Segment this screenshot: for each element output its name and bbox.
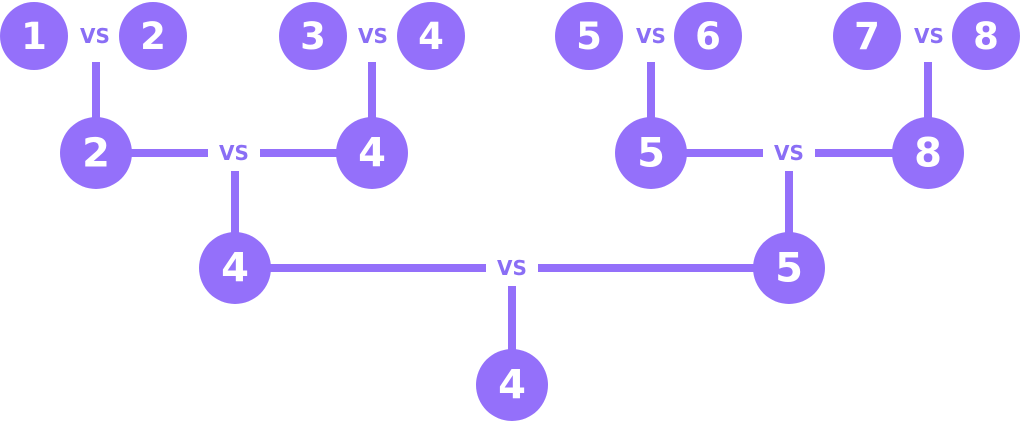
round-1-match-4-player-a-label: 7 (854, 15, 880, 58)
round-1-match-2-player-b: 4 (397, 2, 465, 70)
round-1-match-3-vs-label: VS (636, 24, 666, 48)
round-1-match-1-player-b: 2 (119, 2, 187, 70)
round-1-match-4-player-b: 8 (952, 2, 1020, 70)
round-2-match-1-player-a-label: 2 (82, 131, 110, 177)
champion-label: 4 (498, 363, 526, 409)
round-1-match-3-player-a-label: 5 (576, 15, 602, 58)
round-1-match-3-player-a: 5 (555, 2, 623, 70)
round-2-match-1-player-b-label: 4 (358, 131, 386, 177)
round-2-match-1-player-b: 4 (336, 117, 408, 189)
round-2-match-2-player-a: 5 (615, 117, 687, 189)
round-2-match-1-vs-label: VS (219, 141, 249, 165)
round-2-match-2-vs-label: VS (774, 141, 804, 165)
round-2-match-1-vs-backing (208, 141, 260, 165)
round-1-match-1-vs-label: VS (80, 24, 110, 48)
round-1-match-2-player-b-label: 4 (418, 15, 444, 58)
champion-circle (476, 349, 548, 421)
round-2-match-2-player-a-label: 5 (637, 131, 665, 177)
round-1-match-3-player-a-circle (555, 2, 623, 70)
round-1-match-4-player-b-label: 8 (973, 15, 999, 58)
round-3-match-1-player-b-circle (753, 232, 825, 304)
round-3-match-1-player-b-label: 5 (775, 246, 803, 292)
round-2-match-1-player-a-circle (60, 117, 132, 189)
round-2-match-2-vs-backing (763, 141, 815, 165)
round-2-match-2-player-b-circle (892, 117, 964, 189)
round-2-match-1-player-a: 2 (60, 117, 132, 189)
round-1-match-3-player-b-label: 6 (695, 15, 721, 58)
round-1-match-4-vs-label: VS (914, 24, 944, 48)
round-1-match-1-player-b-circle (119, 2, 187, 70)
round-1-match-1-player-a-label: 1 (21, 15, 47, 58)
round-1-match-4-player-a-circle (833, 2, 901, 70)
round-1-match-1-player-a: 1 (0, 2, 68, 70)
champion: 4 (476, 349, 548, 421)
round-1-match-2-player-b-circle (397, 2, 465, 70)
round-3-match-1-player-a-label: 4 (221, 246, 249, 292)
round-1-match-4-player-b-circle (952, 2, 1020, 70)
round-2-match-2-player-a-circle (615, 117, 687, 189)
round-3-match-1-player-a: 4 (199, 232, 271, 304)
round-2-match-2-player-b: 8 (892, 117, 964, 189)
round-1-match-2-player-a-circle (279, 2, 347, 70)
round-1-match-1-player-a-circle (0, 2, 68, 70)
round-3-match-1-player-a-circle (199, 232, 271, 304)
bracket-connectors (92, 62, 932, 351)
round-2-match-1-player-b-circle (336, 117, 408, 189)
round-1-match-2-player-a: 3 (279, 2, 347, 70)
round-3-match-1-vs-backing (486, 256, 538, 280)
round-3-match-1-player-b: 5 (753, 232, 825, 304)
round-1-match-2-player-a-label: 3 (300, 15, 326, 58)
round-1-match-3-player-b-circle (674, 2, 742, 70)
round-1-match-2-vs-label: VS (358, 24, 388, 48)
round-3-match-1-vs-label: VS (497, 256, 527, 280)
round-1-match-3-player-b: 6 (674, 2, 742, 70)
round-2-match-2-player-b-label: 8 (914, 131, 942, 177)
round-1-match-4-player-a: 7 (833, 2, 901, 70)
round-1-match-1-player-b-label: 2 (140, 15, 166, 58)
